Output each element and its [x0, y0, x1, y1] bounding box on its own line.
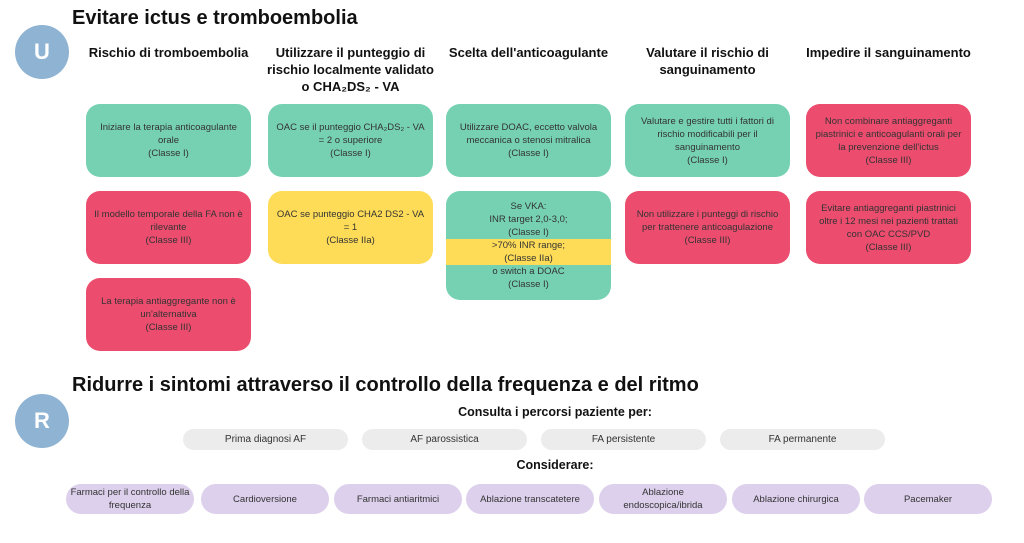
- box-line: (Classe III): [865, 241, 912, 253]
- treatment-option[interactable]: Farmaci per il controllo della frequenza: [66, 484, 194, 514]
- recommendation-box: Non combinare antiaggreganti piastrinici…: [806, 104, 971, 177]
- section-badge-u: U: [15, 25, 69, 79]
- consult-label: Consulta i percorsi paziente per:: [458, 405, 652, 419]
- pathway-pill[interactable]: AF parossistica: [362, 429, 527, 450]
- box-line: (Classe I): [508, 279, 549, 290]
- recommendation-box: OAC se punteggio CHA2 DS2 - VA = 1 (Class…: [268, 191, 433, 264]
- recommendation-box: Valutare e gestire tutti i fattori di ri…: [625, 104, 790, 177]
- box-line: (Classe III): [145, 235, 192, 246]
- column-header: Impedire il sanguinamento: [806, 45, 971, 60]
- pathway-pill[interactable]: FA persistente: [541, 429, 706, 450]
- box-line: (Classe I): [330, 148, 371, 159]
- box-line: (Classe I): [508, 227, 549, 238]
- treatment-option[interactable]: Ablazione chirurgica: [732, 484, 860, 514]
- box-line: Iniziare la terapia anticoagulante orale: [100, 122, 237, 146]
- treatment-option[interactable]: Pacemaker: [864, 484, 992, 514]
- treatment-option[interactable]: Farmaci antiaritmici: [334, 484, 462, 514]
- recommendation-box: Se VKA:INR target 2,0-3,0;(Classe I)>70%…: [446, 191, 611, 300]
- box-line: OAC se punteggio CHA2 DS2 - VA = 1: [276, 209, 425, 233]
- box-line: (Classe I): [687, 154, 728, 166]
- box-line: La terapia antiaggregante non è un'alter…: [101, 296, 236, 320]
- box-line: OAC se il punteggio CHA₂DS₂ - VA = 2 o s…: [276, 122, 425, 146]
- treatment-option[interactable]: Ablazione transcatetere: [466, 484, 594, 514]
- section-badge-r: R: [15, 394, 69, 448]
- treatment-option[interactable]: Ablazione endoscopica/ibrida: [599, 484, 727, 514]
- section-title-symptoms: Ridurre i sintomi attraverso il controll…: [72, 374, 699, 396]
- recommendation-box: Utilizzare DOAC, eccetto valvola meccani…: [446, 104, 611, 177]
- box-line: Se VKA:: [510, 201, 547, 212]
- box-line: (Classe III): [865, 154, 912, 166]
- column-header: Utilizzare il punteggio di rischio local…: [267, 45, 434, 94]
- recommendation-box: Il modello temporale della FA non è rile…: [86, 191, 251, 264]
- column-header: Rischio di tromboembolia: [88, 45, 249, 60]
- consider-label: Considerare:: [516, 458, 594, 472]
- recommendation-box: Non utilizzare i punteggi di rischio per…: [625, 191, 790, 264]
- section-title-stroke: Evitare ictus e tromboembolia: [72, 7, 358, 29]
- box-line: (Classe IIa): [446, 252, 611, 265]
- box-line: Non utilizzare i punteggi di rischio per…: [636, 209, 779, 233]
- box-line: Il modello temporale della FA non è rile…: [94, 209, 243, 233]
- recommendation-box: Iniziare la terapia anticoagulante orale…: [86, 104, 251, 177]
- box-line: INR target 2,0-3,0;: [489, 214, 568, 225]
- treatment-option[interactable]: Cardioversione: [201, 484, 329, 514]
- recommendation-box: La terapia antiaggregante non è un'alter…: [86, 278, 251, 351]
- box-line: Evitare antiaggreganti piastrinici oltre…: [819, 202, 958, 240]
- box-line: Utilizzare DOAC, eccetto valvola meccani…: [459, 122, 598, 146]
- box-line: (Classe I): [508, 148, 549, 159]
- box-line: Non combinare antiaggreganti piastrinici…: [815, 115, 962, 153]
- column-header: Scelta dell'anticoagulante: [448, 45, 609, 60]
- box-line: Valutare e gestire tutti i fattori di ri…: [641, 115, 774, 153]
- column-header: Valutare il rischio di sanguinamento: [646, 45, 769, 77]
- box-line: (Classe I): [148, 148, 189, 159]
- box-line: (Classe III): [145, 322, 192, 333]
- pathway-pill[interactable]: Prima diagnosi AF: [183, 429, 348, 450]
- box-line: (Classe III): [684, 235, 731, 246]
- recommendation-box: Evitare antiaggreganti piastrinici oltre…: [806, 191, 971, 264]
- pathway-pill[interactable]: FA permanente: [720, 429, 885, 450]
- recommendation-box: OAC se il punteggio CHA₂DS₂ - VA = 2 o s…: [268, 104, 433, 177]
- box-line: (Classe IIa): [326, 235, 375, 246]
- box-line: o switch a DOAC: [492, 266, 565, 277]
- box-line: >70% INR range;: [446, 239, 611, 252]
